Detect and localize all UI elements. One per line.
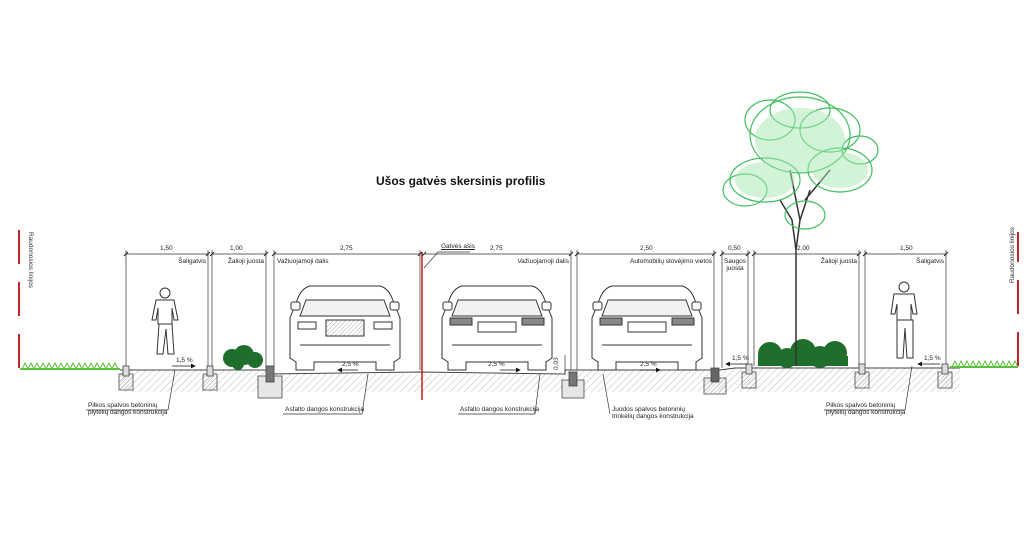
slope-arrows: [172, 361, 940, 373]
axis-leader: [423, 251, 470, 269]
section-name-green-right: Žalioji juosta: [820, 258, 857, 265]
slope-safety-strip: 1,5 %: [732, 355, 749, 362]
drawing-title: Ušos gatvės skersinis profilis: [376, 174, 546, 188]
tree: [722, 91, 879, 366]
shrubs-right: [758, 339, 848, 368]
slope-parking: 2,5 %: [640, 361, 657, 368]
shrub-left: [223, 345, 263, 370]
annotation-left-paving-line1: Pilkos spalvos betoninių: [88, 402, 158, 409]
section-name-lane-left: Važiuojamoji dalis: [277, 258, 329, 265]
section-name-lane-right: Važiuojamoji dalis: [517, 258, 569, 265]
section-name-sidewalk-right: Šaligatvis: [916, 258, 944, 265]
red-lines-label-right: Raudonosios linijos: [1009, 226, 1016, 283]
section-width-green-left: 1,00: [230, 245, 243, 252]
dimension-ticks: [123, 251, 949, 257]
section-width-lane-left: 2,75: [340, 245, 353, 252]
slope-lane-left: 2,5 %: [342, 361, 359, 368]
section-width-green-right: 2,00: [797, 245, 810, 252]
annotation-parking-paving-line1: Juodos spalvos betoninių: [612, 406, 685, 413]
pedestrian-left: [151, 287, 179, 355]
slope-sidewalk-left: 1,5 %: [176, 357, 193, 364]
section-width-sidewalk-right: 1,50: [900, 245, 913, 252]
grass-left: [20, 361, 120, 371]
section-name-parking: Automobilių stovėjimo vietos: [629, 258, 712, 265]
annotation-parking-paving-line2: trinkelių dangos konstrukcija: [612, 413, 694, 421]
section-width-parking: 2,50: [640, 245, 653, 252]
section-name-green-left: Žalioji juosta: [227, 258, 264, 265]
section-width-sidewalk-left: 1,50: [160, 245, 173, 252]
street-axis-label: Gatvės ašis: [441, 243, 475, 250]
pedestrian-right: [890, 281, 918, 359]
annotation-right-paving: Pilkos spalvos betoninių plytelių dangos…: [826, 402, 906, 417]
section-width-safety: 0,50: [728, 245, 741, 252]
car-rear-view-2: [591, 285, 703, 371]
red-lines-label-left: Raudonosios linijos: [27, 232, 34, 289]
dimension-lines: [125, 250, 947, 370]
annotation-asphalt-left: Asfalto dangos konstrukcija: [285, 406, 365, 413]
section-name-sidewalk-left: Šaligatvis: [178, 258, 206, 265]
ground-structure: [120, 367, 960, 392]
annotation-left-paving: Pilkos spalvos betoninių plytelių dangos…: [88, 402, 168, 417]
annotation-asphalt-right: Asfalto dangos konstrukcija: [460, 406, 540, 413]
annotation-left-paving-line2: plytelių dangos konstrukcija: [88, 409, 168, 417]
section-width-lane-right: 2,75: [490, 245, 503, 252]
curb-height-label: 0,03: [553, 357, 560, 370]
grass-right: [950, 359, 1019, 369]
slope-lane-right: 2,5 %: [488, 361, 505, 368]
slope-sidewalk-right: 1,5 %: [924, 355, 941, 362]
annotation-right-paving-line1: Pilkos spalvos betoninių: [826, 402, 896, 409]
annotation-right-paving-line2: plytelių dangos konstrukcija: [826, 409, 906, 417]
annotation-parking-paving: Juodos spalvos betoninių trinkelių dango…: [612, 406, 694, 421]
annotation-leaders: [86, 365, 913, 415]
car-front-view: [289, 285, 401, 371]
car-rear-view-1: [441, 285, 553, 371]
curbs: [118, 363, 953, 399]
section-name-safety: Saugos juosta: [723, 258, 747, 273]
